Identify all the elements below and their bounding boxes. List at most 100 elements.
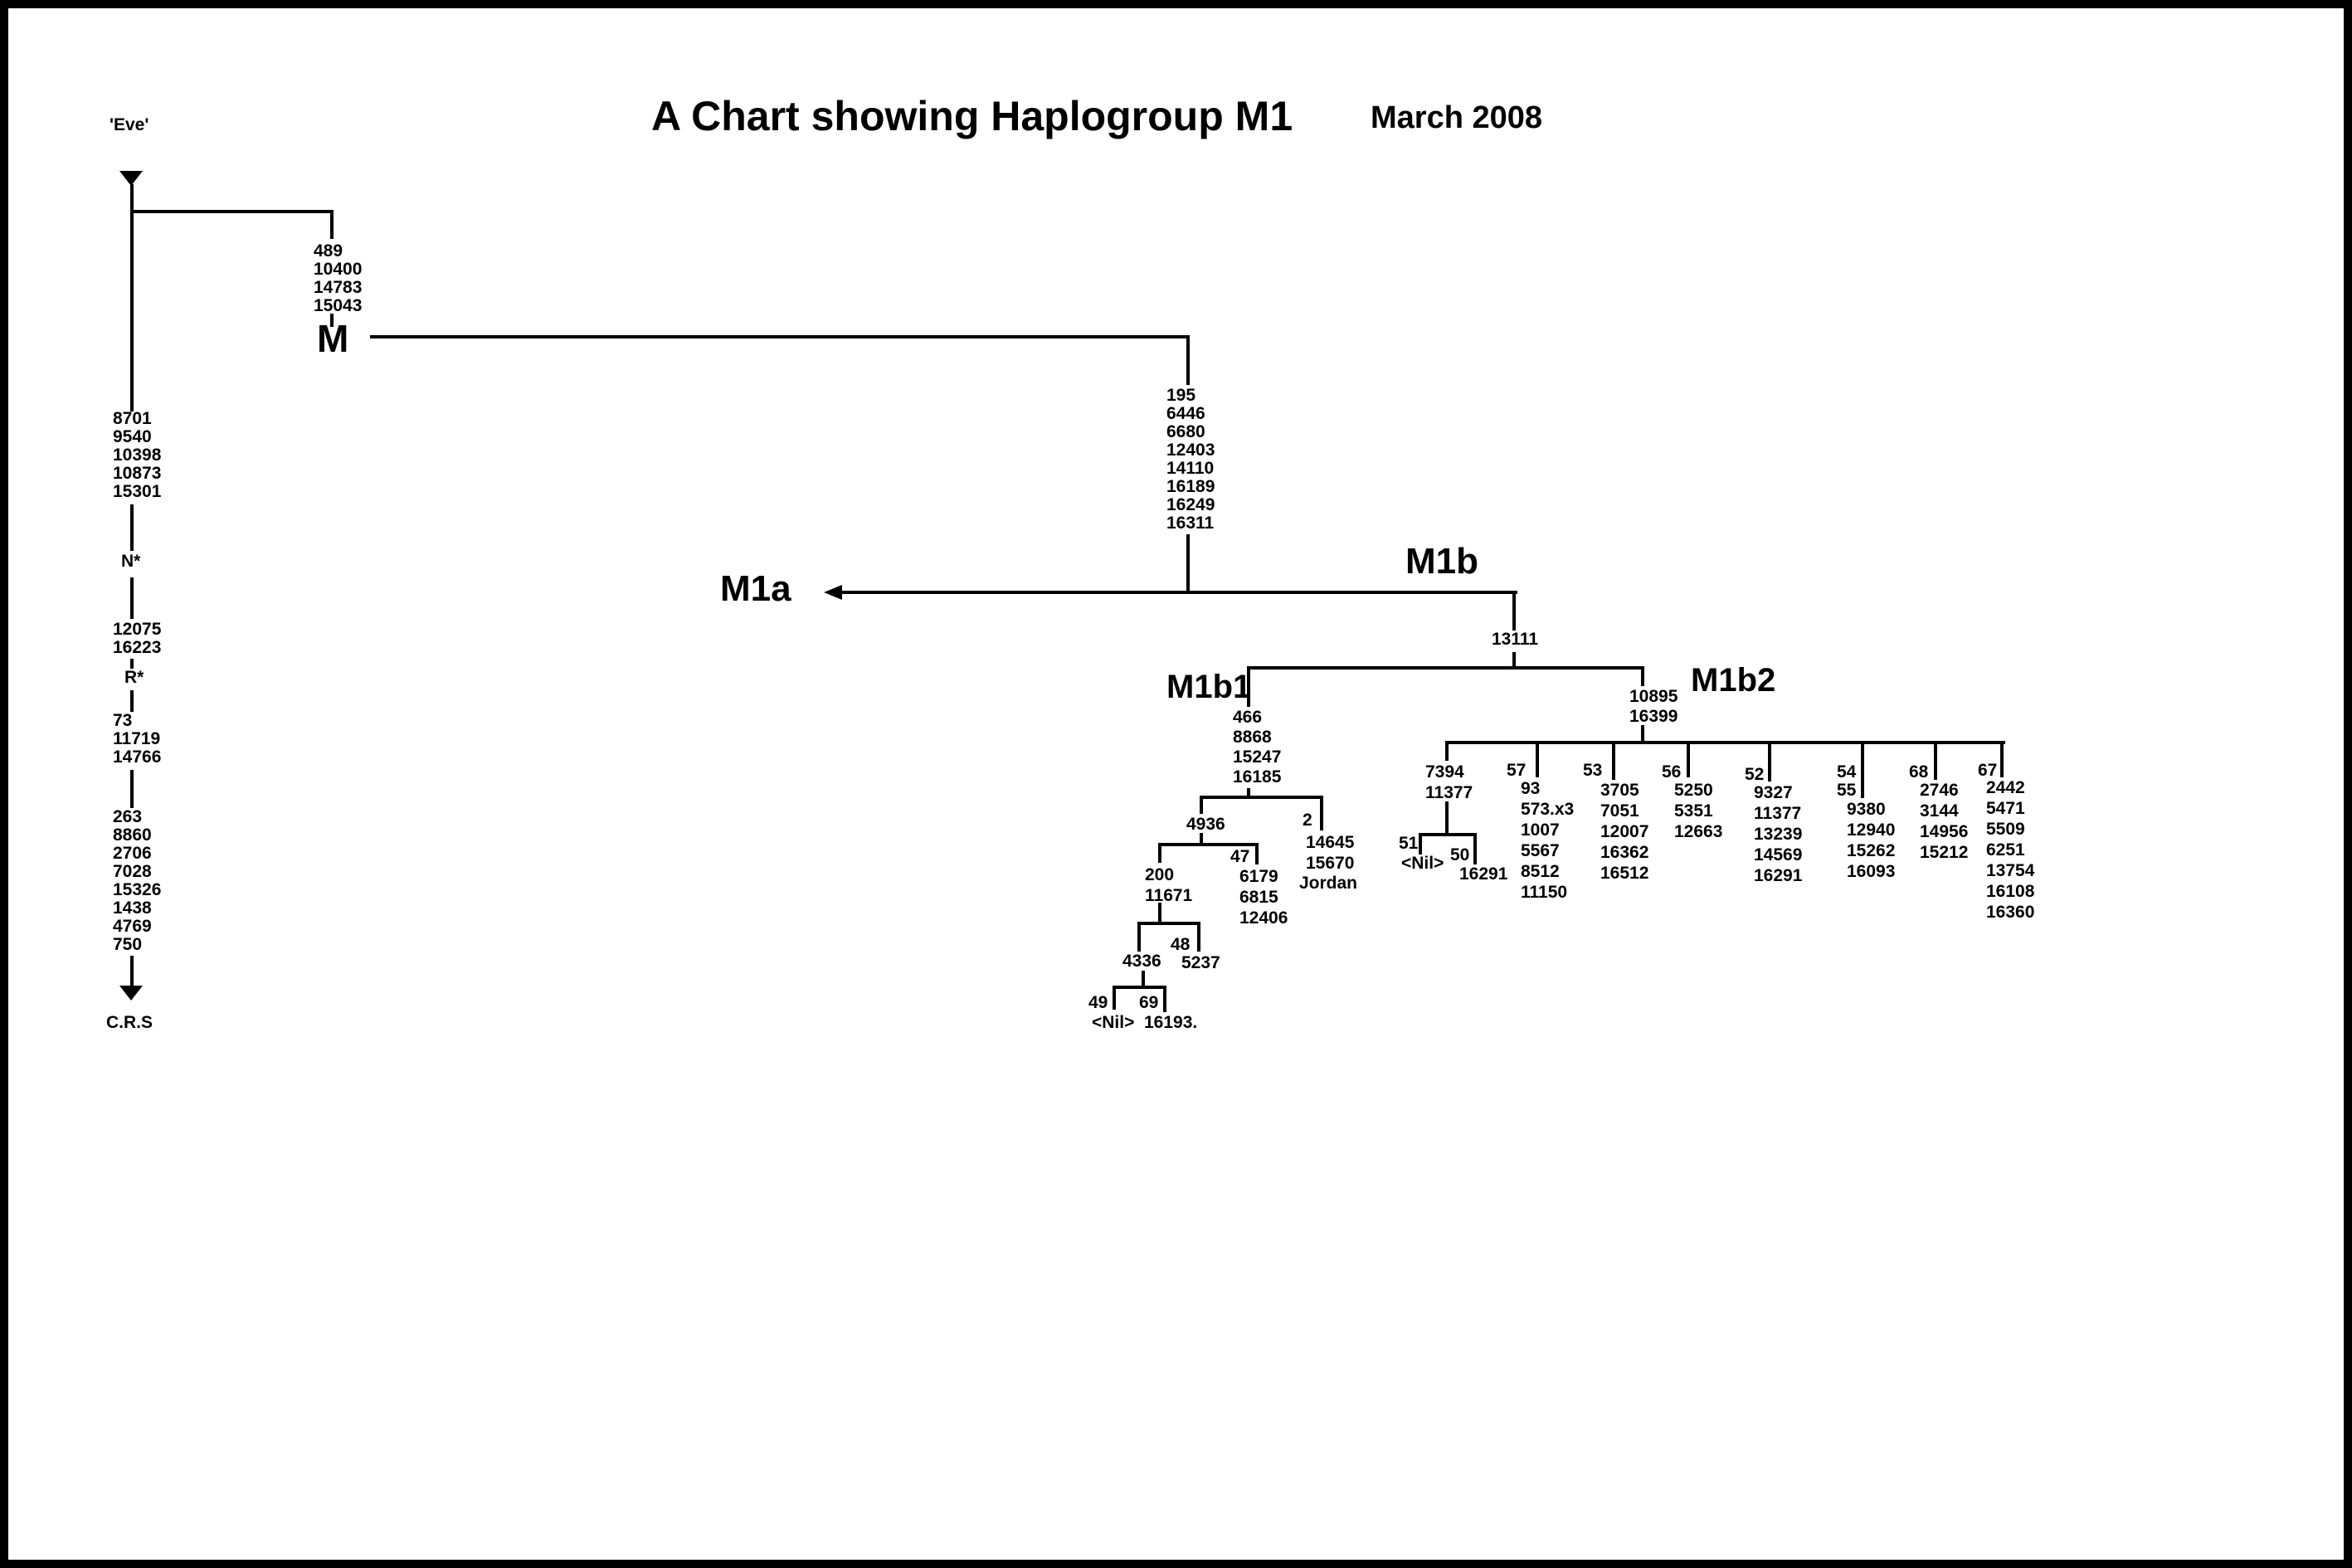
branch-line-to-m: [130, 210, 334, 213]
n49-label: 49: [1088, 993, 1108, 1012]
n4936-drop-line: [1200, 796, 1203, 814]
m1a-label: M1a: [720, 568, 791, 609]
n47-label: 47: [1230, 847, 1250, 866]
n4936-split-line: [1158, 843, 1259, 846]
n48-label: 48: [1171, 935, 1191, 954]
n56-mutations: 5250 5351 12663: [1674, 781, 1723, 841]
n5455-label: 54 55: [1837, 762, 1857, 800]
n57-drop-line: [1536, 741, 1539, 777]
m1b-line: [1512, 591, 1516, 631]
b7394-line: [1445, 801, 1449, 836]
trunk-line: [130, 504, 134, 551]
n4336-drop-line: [1137, 922, 1141, 952]
n51-label: 51: [1399, 834, 1419, 853]
m1b2-mutations: 10895 16399: [1629, 687, 1678, 726]
n57-mutations: 93 573.x3 1007 5567 8512 11150: [1521, 779, 1575, 902]
n49-mutations: <Nil>: [1092, 1013, 1135, 1032]
trunk-mutations-2: 12075 16223: [113, 620, 162, 657]
n48-mutations: 5237: [1181, 953, 1220, 972]
n69-label: 69: [1139, 993, 1159, 1012]
n50-mutations: 16291: [1459, 864, 1508, 884]
n2-label: 2: [1303, 811, 1312, 830]
m1b-split-line: [1247, 666, 1644, 670]
n67-mutations: 2442 5471 5509 6251 13754 16108 16360: [1986, 778, 2035, 922]
trunk-line: [130, 690, 134, 712]
n69-mutations: 16193.: [1144, 1013, 1198, 1032]
trunk-mutations-4: 263 8860 2706 7028 15326 1438 4769 750: [113, 807, 162, 954]
trunk-line: [130, 770, 134, 808]
n200-line: [1158, 903, 1161, 925]
m1b1-mutations: 466 8868 15247 16185: [1233, 708, 1282, 786]
n4336-line: [1142, 971, 1145, 989]
m1-stem-line: [1186, 335, 1190, 385]
triangle-down-icon: [119, 171, 143, 186]
b7394-split-line: [1419, 833, 1477, 836]
n-star-label: N*: [121, 552, 141, 571]
n52-drop-line: [1768, 741, 1771, 782]
n69-drop-line: [1163, 986, 1166, 1012]
n50-label: 50: [1450, 845, 1470, 864]
n57-label: 57: [1507, 761, 1527, 780]
root-label: 'Eve': [110, 115, 149, 134]
m1b1-label: M1b1: [1166, 669, 1252, 705]
m1b-line: [1512, 652, 1516, 668]
n2-mutations: 14645 15670: [1306, 833, 1355, 873]
n51-mutations: <Nil>: [1401, 854, 1444, 873]
m1a-m1b-line: [840, 591, 1517, 594]
trunk-arrow-line: [130, 956, 134, 987]
n200-mutations: 200 11671: [1145, 865, 1193, 905]
n47-mutations: 6179 6815 12406: [1239, 867, 1288, 928]
b7394-drop-line: [1445, 741, 1449, 761]
m-mutations: 489 10400 14783 15043: [314, 241, 363, 315]
m1b-label: M1b: [1405, 541, 1478, 582]
m1b1-drop-line: [1247, 666, 1250, 707]
n51-drop-line: [1419, 833, 1422, 855]
n56-label: 56: [1662, 762, 1682, 782]
n53-mutations: 3705 7051 12007 16362 16512: [1600, 781, 1649, 883]
trunk-line: [130, 659, 134, 669]
n5455-mutations: 9380 12940 15262 16093: [1847, 800, 1896, 881]
n52-mutations: 9327 11377 13239 14569 16291: [1754, 783, 1803, 885]
n4936-line: [1200, 833, 1203, 846]
n200-drop-line: [1158, 843, 1161, 863]
n67-label: 67: [1978, 761, 1998, 780]
n200-split-line: [1137, 922, 1200, 925]
m1b2-label: M1b2: [1691, 662, 1776, 699]
m1-stem-line: [1186, 534, 1190, 594]
n52-label: 52: [1745, 765, 1765, 784]
n53-drop-line: [1612, 741, 1615, 780]
m-stem-line: [330, 210, 334, 239]
n5455-drop-line: [1861, 741, 1864, 798]
m1b2-corner-line: [1641, 666, 1644, 686]
chart-date: March 2008: [1371, 100, 1543, 135]
n47-drop-line: [1255, 843, 1259, 864]
m-label: M: [317, 317, 349, 360]
m1b2-line: [1641, 725, 1644, 744]
arrow-left-icon: [824, 585, 842, 600]
n2-drop-line: [1320, 796, 1323, 830]
n68-label: 68: [1909, 762, 1929, 782]
n4336-label: 4336: [1122, 952, 1161, 971]
arrow-down-icon: [119, 986, 143, 1001]
m1-stem-mutations: 195 6446 6680 12403 14110 16189 16249 16…: [1166, 386, 1215, 533]
b7394-mutations: 7394 11377: [1425, 762, 1473, 802]
n53-label: 53: [1583, 761, 1603, 780]
n49-drop-line: [1113, 986, 1116, 1010]
m-horizontal-line: [370, 335, 1190, 338]
n50-drop-line: [1473, 833, 1477, 864]
m1b-mutation: 13111: [1492, 630, 1539, 649]
m1b2-children-line: [1445, 741, 2005, 744]
m1b1-line: [1247, 788, 1250, 799]
n56-drop-line: [1687, 741, 1690, 777]
n4336-split-line: [1113, 986, 1166, 989]
trunk-line: [130, 577, 134, 619]
r-star-label: R*: [124, 668, 144, 687]
m-tick-line: [330, 314, 334, 327]
n4936-label: 4936: [1186, 815, 1225, 834]
chart-title: A Chart showing Haplogroup M1: [651, 93, 1293, 139]
n68-drop-line: [1934, 741, 1937, 780]
n68-mutations: 2746 3144 14956 15212: [1920, 781, 1969, 862]
n2-note: Jordan: [1299, 874, 1358, 893]
trunk-mutations-3: 73 11719 14766: [113, 711, 162, 767]
